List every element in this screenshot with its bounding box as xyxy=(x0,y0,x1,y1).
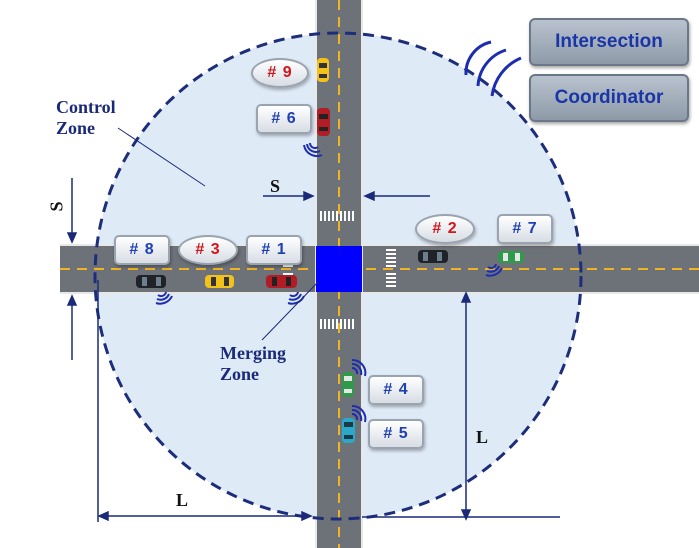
crosswalk-north xyxy=(320,211,354,221)
merging-zone-leader xyxy=(261,281,319,341)
wireless-icon xyxy=(351,358,367,377)
l-bottom-label: L xyxy=(176,490,189,510)
vehicle-tag-4: # 4 xyxy=(368,375,424,405)
l-right-label: L xyxy=(476,427,489,447)
vehicle-tag-8: # 8 xyxy=(114,235,170,265)
vehicle-tag-1: # 1 xyxy=(246,235,302,265)
control-zone-label: Control Zone xyxy=(56,97,116,138)
coordinator-line1: Intersection xyxy=(555,31,663,52)
vehicle-tag-6: # 6 xyxy=(256,104,312,134)
intersection-coordinator-top: Intersection xyxy=(529,18,689,66)
car-5 xyxy=(342,418,355,443)
vehicle-tag-9: # 9 xyxy=(251,58,309,88)
crosswalk-east xyxy=(386,249,396,287)
crosswalk-south xyxy=(320,319,354,329)
dimension-lines xyxy=(66,127,560,522)
vehicle-tag-2: # 2 xyxy=(415,214,475,244)
wireless-icon xyxy=(485,263,503,277)
s-left-label: S xyxy=(46,201,67,212)
merging-zone-square xyxy=(316,246,362,292)
car-4 xyxy=(342,372,354,397)
car-2 xyxy=(418,250,448,263)
wireless-icons xyxy=(155,40,522,423)
vehicle-tag-3: # 3 xyxy=(178,235,238,265)
coordinator-line2: Coordinator xyxy=(554,87,664,108)
car-1 xyxy=(266,275,297,288)
intersection-coordinator-bottom: Coordinator xyxy=(529,74,689,122)
car-7 xyxy=(498,251,524,263)
control-zone-boundary xyxy=(93,31,583,521)
vehicle-tag-7: # 7 xyxy=(497,214,553,244)
vehicle-tag-5: # 5 xyxy=(368,419,424,449)
s-top-label: S xyxy=(270,176,281,196)
car-9 xyxy=(317,58,329,82)
wireless-icon xyxy=(351,404,367,423)
wireless-icon xyxy=(155,291,173,305)
car-8 xyxy=(136,275,166,288)
coordinator-wireless-icon xyxy=(464,40,522,97)
car-3 xyxy=(205,275,234,288)
car-6 xyxy=(317,108,330,136)
wireless-icon xyxy=(303,142,323,158)
control-zone-leader xyxy=(117,127,206,187)
merging-zone-label: Merging Zone xyxy=(220,343,286,384)
